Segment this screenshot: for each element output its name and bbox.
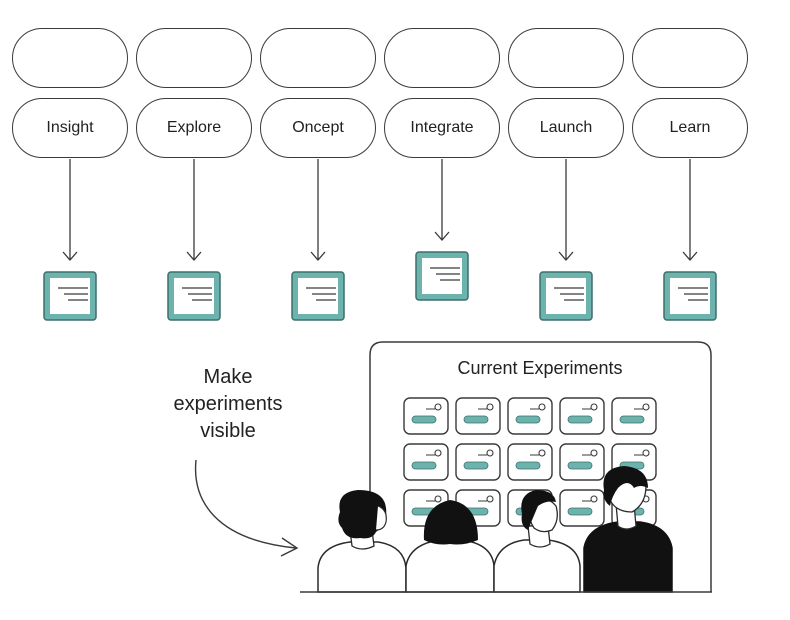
stage-pill-learn: Learn: [632, 98, 748, 158]
arrow-head: [434, 231, 450, 241]
document-icon: [43, 271, 97, 321]
stage-connector: [663, 159, 717, 321]
document-icon: [663, 271, 717, 321]
arrow-head: [682, 251, 698, 261]
person-2: [405, 500, 495, 593]
stage-connector: [291, 159, 345, 321]
stage-pill-launch: Launch: [508, 98, 624, 158]
caption-line: Make: [203, 366, 253, 388]
stage-connector: [539, 159, 593, 321]
person-1: [317, 490, 407, 593]
empty-stage-pill-2: [136, 28, 252, 88]
stage-connector: [43, 159, 97, 321]
stage-label: Insight: [46, 119, 94, 136]
experiment-card: [403, 443, 449, 481]
arrow-head: [62, 251, 78, 261]
empty-stage-pill-5: [508, 28, 624, 88]
empty-stage-pill-4: [384, 28, 500, 88]
experiment-card: [455, 397, 501, 435]
stage-label: Explore: [166, 119, 222, 136]
experiment-card: [403, 397, 449, 435]
stage-pill-insight: Insight: [12, 98, 128, 158]
stage-pill-explore: Explore: [136, 98, 252, 158]
experiment-card: [559, 443, 605, 481]
experiment-card: [507, 443, 553, 481]
empty-stage-pill-6: [632, 28, 748, 88]
experiment-card: [559, 489, 605, 527]
empty-stage-pill-1: [12, 28, 128, 88]
arrow-head: [310, 251, 326, 261]
caption-line: experiments: [173, 393, 283, 415]
curved-arrow: [194, 459, 297, 549]
stage-label: Integrate: [410, 119, 474, 136]
person-4: [583, 466, 673, 593]
stage-connector: [415, 159, 469, 301]
stage-pill-integrate: Integrate: [384, 98, 500, 158]
document-icon: [415, 251, 469, 301]
arrow-head: [558, 251, 574, 261]
document-icon: [167, 271, 221, 321]
stage-label: Launch: [539, 119, 593, 136]
document-icon: [291, 271, 345, 321]
person-3: [493, 490, 581, 593]
stage-label: Learn: [669, 119, 711, 136]
caption-line: visible: [200, 420, 256, 442]
experiment-card: [507, 397, 553, 435]
arrow-head: [186, 251, 202, 261]
stage-pill-oncept: Oncept: [260, 98, 376, 158]
stage-label: Oncept: [292, 119, 344, 136]
stage-connector: [167, 159, 221, 321]
board-title: Current Experiments: [457, 358, 623, 378]
curved-arrow-head: [280, 537, 299, 557]
document-icon: [539, 271, 593, 321]
experiment-card: [559, 397, 605, 435]
experiment-card: [611, 397, 657, 435]
make-experiments-visible-caption: Make experiments visible: [138, 364, 318, 445]
experiment-card: [455, 443, 501, 481]
empty-stage-pill-3: [260, 28, 376, 88]
